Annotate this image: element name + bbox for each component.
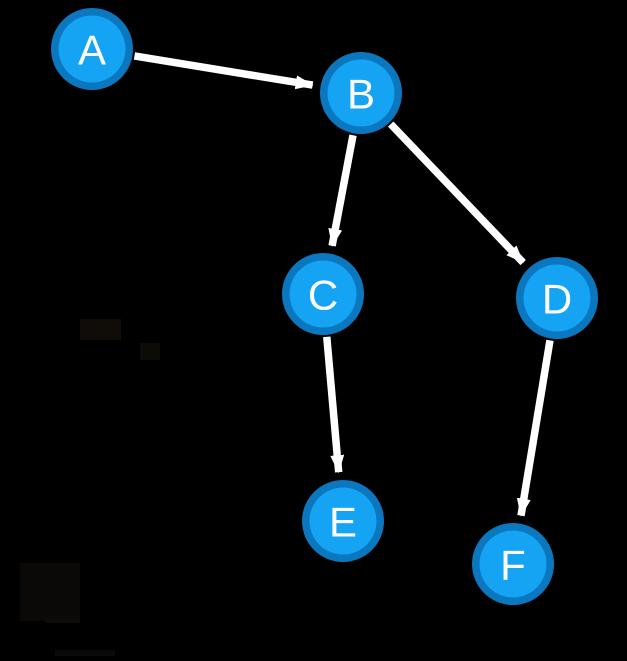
node-fill xyxy=(309,487,377,555)
node-B[interactable]: B xyxy=(320,52,402,134)
node-A[interactable]: A xyxy=(51,8,133,90)
node-F[interactable]: F xyxy=(472,523,554,605)
node-D[interactable]: D xyxy=(516,257,598,339)
edge-C-E xyxy=(323,336,345,474)
edge-D-F xyxy=(516,339,554,517)
node-fill xyxy=(58,15,126,83)
edge-A-B xyxy=(133,52,314,90)
node-fill xyxy=(289,260,357,328)
node-fill xyxy=(523,264,591,332)
edges-layer xyxy=(133,52,554,517)
node-C[interactable]: C xyxy=(282,253,364,335)
node-E[interactable]: E xyxy=(302,480,384,562)
node-fill xyxy=(479,530,547,598)
edge-B-D xyxy=(388,121,526,266)
node-fill xyxy=(327,59,395,127)
nodes-layer: A B C D E F xyxy=(51,8,598,605)
edge-B-C xyxy=(328,134,357,247)
